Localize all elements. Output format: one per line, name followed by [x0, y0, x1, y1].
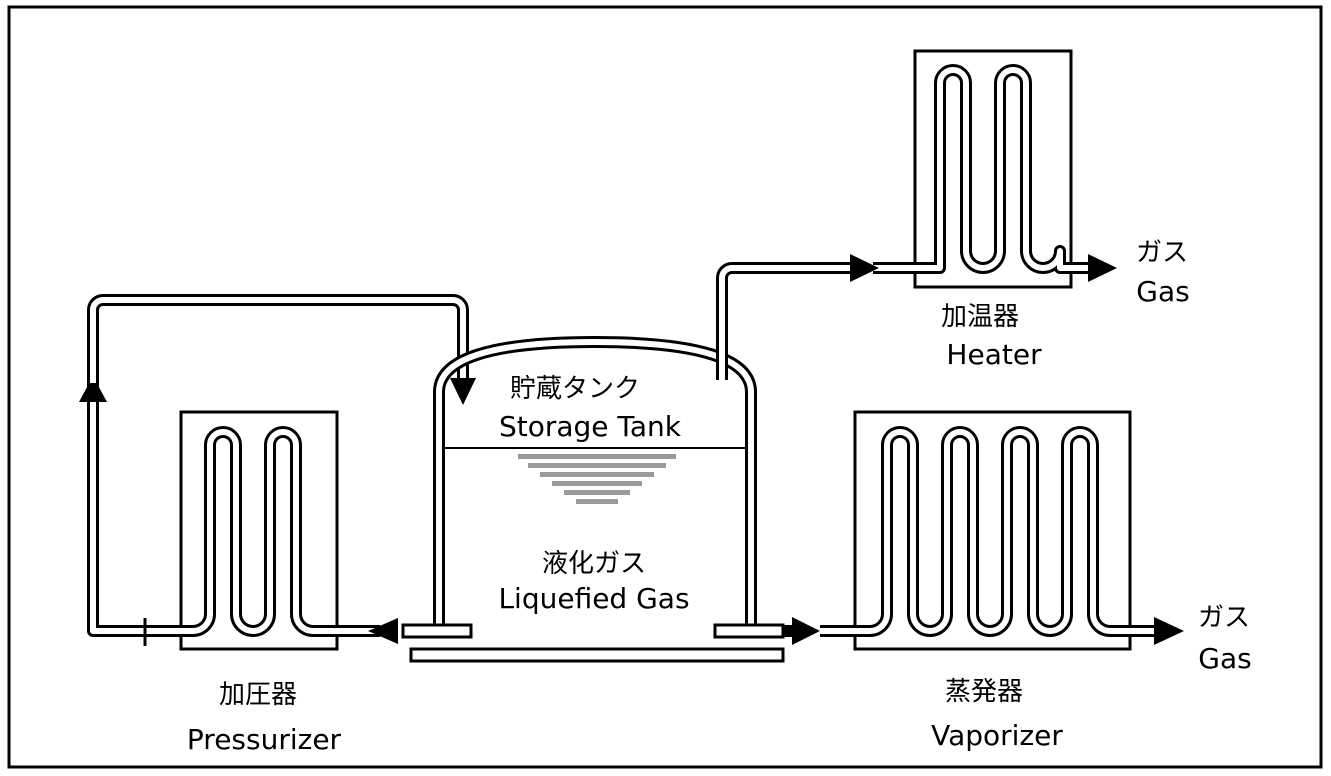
pressurizer-return-pipe: [87, 294, 469, 383]
vaporizer-inlet-arrow: [792, 617, 820, 645]
vaporizer-gas-label-ja: ガス: [1198, 603, 1250, 633]
storage-tank-label-ja: 貯蔵タンク: [510, 374, 640, 404]
tank-bottom-outlet-right: [713, 623, 785, 639]
tank-inlet-arrow: [450, 378, 476, 405]
heater-box: [913, 49, 1073, 289]
storage-tank-label-en: Storage Tank: [499, 410, 682, 443]
pressurizer-label-en: Pressurizer: [187, 723, 342, 756]
pressurizer-label-ja: 加圧器: [219, 680, 297, 710]
pressurizer-unit: [79, 376, 398, 651]
storage-tank: [401, 335, 785, 663]
diagram-frame: [7, 5, 1323, 769]
heater-gas-label-ja: ガス: [1136, 238, 1188, 268]
heater-coil: [873, 64, 1095, 274]
tank-base-plate: [409, 647, 785, 663]
heater-unit: [873, 49, 1117, 289]
vaporizer-outlet-arrow: [1154, 617, 1184, 645]
liquefied-gas-label-ja: 液化ガス: [542, 549, 646, 579]
liquid-surface-marks: [518, 454, 676, 504]
liquefied-gas-label-en: Liquefied Gas: [498, 582, 689, 615]
tank-bottom-outlet-left: [401, 623, 473, 639]
vaporizer-unit: [820, 410, 1184, 651]
vaporizer-box: [853, 410, 1132, 651]
vaporizer-label-en: Vaporizer: [931, 719, 1063, 752]
pressurizer-inlet-arrow: [368, 618, 398, 644]
heater-label-ja: 加温器: [941, 302, 1019, 332]
vaporizer-label-ja: 蒸発器: [945, 677, 1023, 707]
vaporizer-coil: [820, 426, 1160, 637]
heater-inlet-arrow: [850, 254, 879, 282]
pressurizer-box: [179, 410, 339, 651]
vaporizer-gas-label-en: Gas: [1198, 642, 1251, 675]
heater-gas-label-en: Gas: [1136, 275, 1189, 308]
heater-outlet-arrow: [1088, 254, 1117, 282]
heater-label-en: Heater: [946, 338, 1042, 371]
pressurizer-return-arrow: [79, 376, 107, 402]
